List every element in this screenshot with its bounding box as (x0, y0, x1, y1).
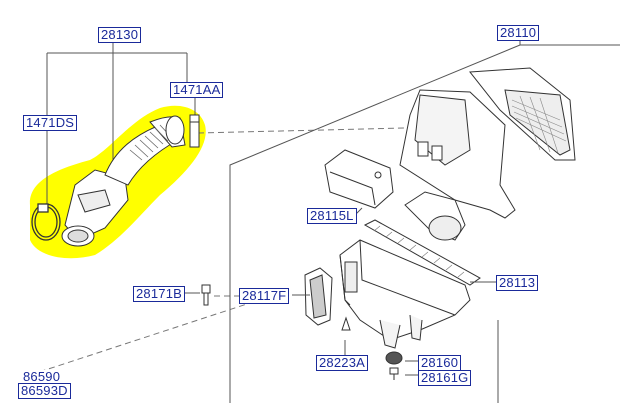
label-1471DS[interactable]: 1471DS (23, 115, 78, 131)
intake-duct (404, 191, 466, 241)
resonator (324, 149, 394, 209)
filter-insert (304, 267, 333, 326)
label-28223A[interactable]: 28223A (316, 355, 369, 371)
sensor-part (189, 114, 200, 148)
hose-clamp (31, 203, 61, 241)
label-1471AA[interactable]: 1471AA (170, 82, 224, 98)
leader-28130 (46, 42, 196, 205)
label-28171B[interactable]: 28171B (133, 286, 186, 302)
label-28115L[interactable]: 28115L (307, 208, 357, 224)
label-28130[interactable]: 28130 (98, 27, 142, 43)
hardware-parts (201, 284, 418, 380)
label-28110[interactable]: 28110 (497, 25, 540, 41)
cleaner-upper-cover (399, 67, 576, 219)
intake-hose (61, 115, 186, 247)
label-28160[interactable]: 28160 (418, 355, 462, 371)
label-86593D[interactable]: 86593D (18, 383, 71, 399)
assembly-frame (229, 40, 620, 403)
cleaner-lower-case (339, 239, 471, 349)
label-28161G[interactable]: 28161G (418, 370, 472, 386)
label-28113[interactable]: 28113 (496, 275, 539, 291)
air-filter-element (363, 219, 481, 286)
label-28117F[interactable]: 28117F (239, 288, 290, 304)
